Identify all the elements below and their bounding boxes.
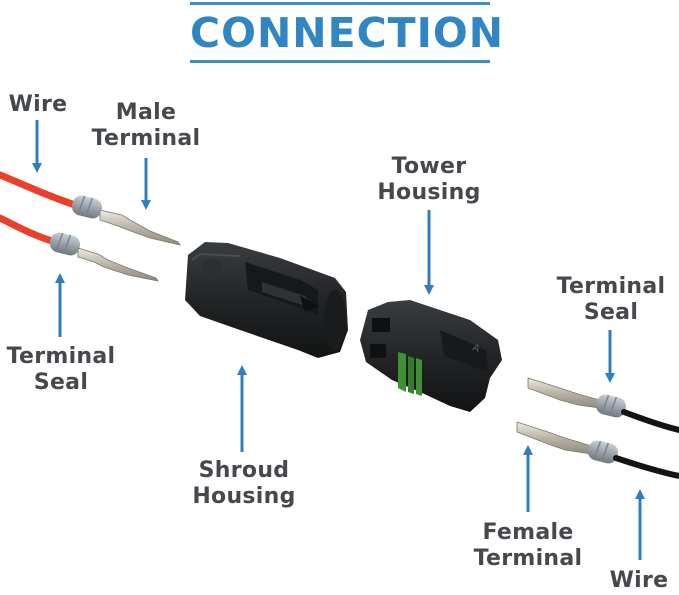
label-wire-left-text: Wire	[8, 92, 68, 117]
label-wire-left: Wire	[8, 92, 68, 118]
label-shroud-housing-line2: Housing	[192, 484, 296, 509]
terminal-seal-right-lower	[587, 440, 619, 464]
label-wire-right: Wire	[606, 568, 672, 594]
red-wire-lower	[0, 214, 59, 246]
label-terminal-seal-left-line2: Seal	[33, 370, 89, 395]
label-terminal-seal-right-line2: Seal	[583, 300, 639, 325]
shroud-housing	[185, 242, 348, 358]
title-bottom-rule	[190, 60, 490, 63]
label-terminal-seal-right: Terminal Seal	[551, 274, 671, 326]
label-tower-housing: Tower Housing	[370, 154, 488, 206]
label-male-terminal-line1: Male	[115, 100, 177, 125]
label-shroud-housing: Shroud Housing	[184, 458, 304, 510]
red-wire-upper	[0, 171, 79, 209]
label-tower-housing-line2: Housing	[377, 180, 481, 205]
male-terminal-upper	[99, 209, 181, 246]
black-wire-lower	[613, 455, 679, 479]
male-terminal-lower	[77, 247, 159, 282]
female-terminal-lower	[516, 421, 593, 455]
black-wire-upper	[621, 409, 679, 433]
label-wire-right-text: Wire	[609, 568, 669, 593]
terminal-seal-left-lower	[49, 232, 81, 256]
label-terminal-seal-right-line1: Terminal	[556, 274, 666, 299]
terminal-seal-right-upper	[595, 394, 627, 418]
tower-housing	[360, 300, 502, 412]
label-female-terminal-line1: Female	[482, 520, 574, 545]
label-male-terminal-line2: Terminal	[91, 126, 201, 151]
terminal-seal-left-upper	[71, 195, 103, 219]
title-top-rule	[190, 2, 490, 5]
page-title: CONNECTION	[190, 9, 505, 57]
label-tower-housing-line1: Tower	[391, 154, 467, 179]
female-terminal-upper	[527, 377, 601, 409]
title-block: CONNECTION	[190, 2, 505, 63]
label-terminal-seal-left-line1: Terminal	[6, 344, 116, 369]
label-shroud-housing-line1: Shroud	[198, 458, 290, 483]
label-female-terminal-line2: Terminal	[473, 546, 583, 571]
label-terminal-seal-left: Terminal Seal	[0, 344, 122, 396]
tower-letter-mark: A	[471, 342, 481, 355]
label-male-terminal: Male Terminal	[86, 100, 206, 152]
label-female-terminal: Female Terminal	[465, 520, 591, 572]
